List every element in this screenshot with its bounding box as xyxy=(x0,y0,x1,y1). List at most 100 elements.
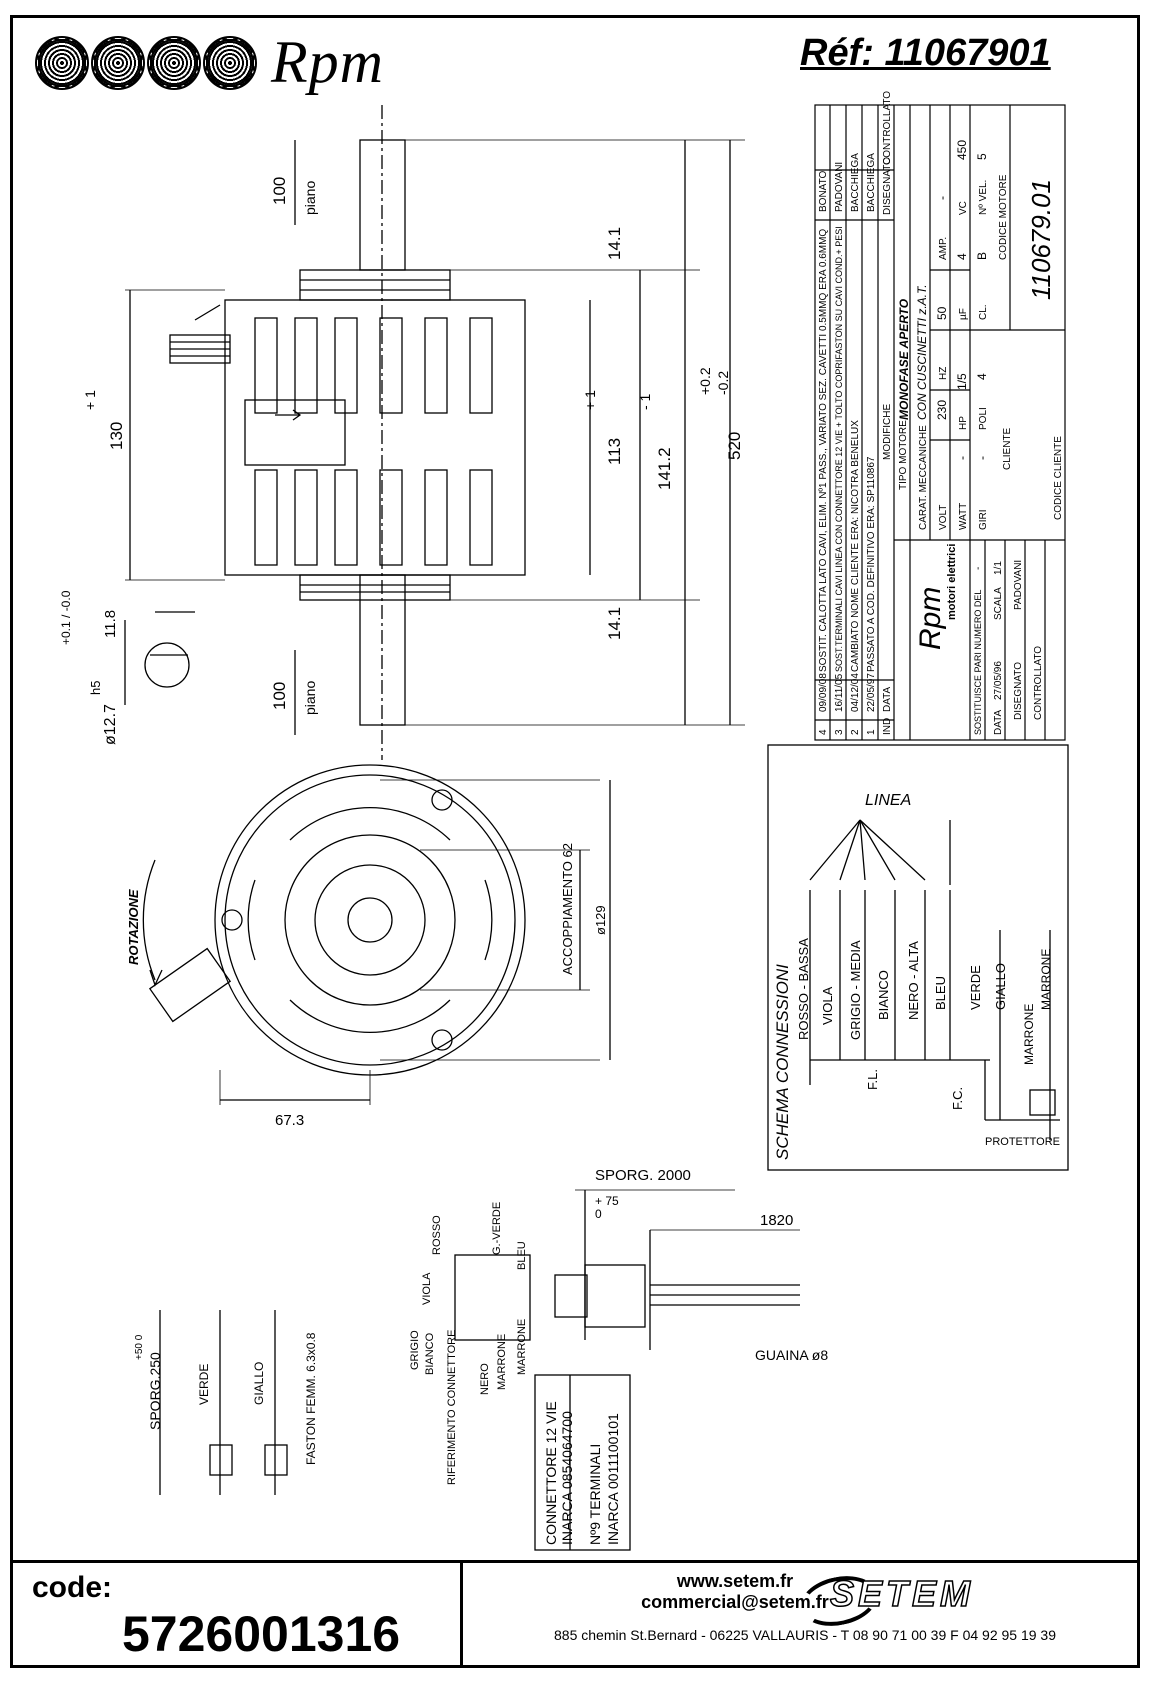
svg-text:WATT: WATT xyxy=(958,503,969,530)
linea-label: LINEA xyxy=(865,792,911,809)
svg-text:BACCHIEGA: BACCHIEGA xyxy=(850,153,861,212)
dim-plano-bottom: 100 xyxy=(270,682,289,710)
conn-gverde: G.-VERDE xyxy=(491,1202,503,1255)
conn-box-2: INARCA 0854064700 xyxy=(559,1411,575,1545)
fc-label: F.C. xyxy=(950,1087,965,1110)
coil-logo-icon xyxy=(35,35,257,90)
len-1820: 1820 xyxy=(760,1212,793,1229)
svg-text:DATA: DATA xyxy=(993,709,1004,735)
body-slots xyxy=(254,317,493,566)
svg-text:CODICE CLIENTE: CODICE CLIENTE xyxy=(1053,436,1064,520)
svg-text:VOLT: VOLT xyxy=(938,505,949,530)
svg-text:230: 230 xyxy=(935,400,949,420)
svg-text:SOST.TERMINALI CAVI LINEA CON: SOST.TERMINALI CAVI LINEA CON CONNETTORE… xyxy=(834,226,844,672)
title-block-rpm: Rpm xyxy=(914,587,947,650)
svg-text:110679.01: 110679.01 xyxy=(1026,179,1056,300)
svg-text:IND: IND xyxy=(882,718,893,735)
dim-shaft-dia: ø12.7 xyxy=(102,704,119,745)
svg-text:TIPO MOTORE: TIPO MOTORE xyxy=(898,420,909,490)
sporg-2000-tol0: 0 xyxy=(595,1207,602,1221)
svg-text:Nº VEL.: Nº VEL. xyxy=(978,180,989,215)
tol-p02: +0.2 xyxy=(697,367,713,395)
protettore-label: PROTETTORE xyxy=(985,1136,1060,1148)
svg-text:AMP.: AMP. xyxy=(938,237,949,260)
svg-text:27/05/96: 27/05/96 xyxy=(993,661,1004,700)
svg-text:04/12/04: 04/12/04 xyxy=(850,673,861,712)
svg-text:CONTROLLATO: CONTROLLATO xyxy=(882,91,893,165)
conn-marrone-2: MARRONE xyxy=(516,1319,528,1375)
svg-text:4: 4 xyxy=(818,729,829,735)
code-label: code: xyxy=(32,1571,113,1604)
wire-rosso: ROSSO - BASSA xyxy=(796,938,811,1040)
svg-text:DATA: DATA xyxy=(882,686,893,712)
svg-text:-: - xyxy=(975,456,989,460)
wire-marrone-1: MARRONE xyxy=(1022,1004,1036,1065)
svg-text:1/1: 1/1 xyxy=(993,561,1004,575)
conn-box-3: Nº9 TERMINALI xyxy=(587,1444,603,1545)
tol-113: + 1 xyxy=(582,390,598,410)
svg-text:-: - xyxy=(935,196,949,200)
dim-shaft-top: 14.1 xyxy=(605,227,624,260)
reference-number: Réf: 11067901 xyxy=(800,32,1051,74)
dim-shaft-tol: h5 xyxy=(88,681,103,695)
svg-text:50: 50 xyxy=(935,306,949,320)
svg-text:CLIENTE: CLIENTE xyxy=(1002,427,1013,470)
email-link[interactable]: commercial@setem.fr xyxy=(641,1592,829,1612)
conn-nero: NERO xyxy=(479,1363,491,1395)
svg-text:1/5: 1/5 xyxy=(955,373,969,390)
connector-spec-box xyxy=(534,1374,631,1551)
svg-text:DISEGNATO: DISEGNATO xyxy=(1013,662,1024,720)
faston-label: FASTON FEMM. 6.3x0.8 xyxy=(304,1332,318,1465)
wire-grigio: GRIGIO - MEDIA xyxy=(848,940,863,1040)
svg-text:09/09/08: 09/09/08 xyxy=(818,673,829,712)
dim-body-height: 130 xyxy=(107,422,126,450)
svg-text:HZ: HZ xyxy=(938,367,949,380)
wire-bianco: BIANCO xyxy=(876,970,891,1020)
lead-verde: VERDE xyxy=(197,1364,211,1405)
conn-bianco: BIANCO xyxy=(424,1332,436,1375)
svg-text:VC: VC xyxy=(958,201,969,215)
svg-text:DISEGNATO: DISEGNATO xyxy=(882,157,893,215)
svg-text:µF: µF xyxy=(958,308,969,320)
front-view xyxy=(142,764,611,1105)
conn-box-1: CONNETTORE 12 VIE xyxy=(543,1401,559,1545)
svg-text:MONOFASE APERTO: MONOFASE APERTO xyxy=(897,298,911,420)
svg-text:-: - xyxy=(973,567,984,570)
conn-marrone-1: MARRONE xyxy=(496,1334,508,1390)
wiring-box xyxy=(767,744,1069,1171)
svg-text:SCALA: SCALA xyxy=(993,587,1004,620)
svg-text:1: 1 xyxy=(866,729,877,735)
code-box: code: 5726001316 xyxy=(10,1563,463,1668)
dim-673: 67.3 xyxy=(275,1112,304,1129)
address: 885 chemin St.Bernard - 06225 VALLAURIS … xyxy=(554,1627,1056,1643)
svg-text:MODIFICHE: MODIFICHE xyxy=(882,404,893,460)
technical-drawing: 100 piano 14.1 130 + 1 113 + 1 141.2 - 1… xyxy=(59,105,1069,1551)
svg-text:POLI: POLI xyxy=(978,407,989,430)
dim-flat: 11.8 xyxy=(102,610,119,638)
sporg-2000-tol: + 75 xyxy=(595,1194,619,1208)
svg-text:motori elettrici: motori elettrici xyxy=(946,544,958,620)
contact-info: www.setem.fr commercial@setem.fr 885 che… xyxy=(480,1571,1130,1643)
svg-text:SOSTIT. CALOTTA LATO CAVI, ELI: SOSTIT. CALOTTA LATO CAVI, ELIM. Nº1 PAS… xyxy=(818,229,829,672)
svg-text:4: 4 xyxy=(975,373,989,380)
rotation-label: ROTAZIONE xyxy=(126,889,141,965)
dim-141: 141.2 xyxy=(655,447,674,490)
dim-113: 113 xyxy=(605,438,624,465)
svg-text:CL.: CL. xyxy=(978,304,989,320)
svg-text:3: 3 xyxy=(834,729,845,735)
footer: code: 5726001316 www.setem.fr commercial… xyxy=(10,1560,1140,1671)
fl-label: F.L. xyxy=(865,1069,880,1090)
svg-text:CAMBIATO NOME CLIENTE ERA: NIC: CAMBIATO NOME CLIENTE ERA: NICOTRA BENEL… xyxy=(850,420,861,672)
riferimento-label: RIFERIMENTO CONNETTORE xyxy=(446,1330,458,1485)
sporg-250: SPORG.250 xyxy=(147,1352,163,1430)
conn-rosso: ROSSO xyxy=(431,1215,443,1255)
svg-text:SOSTITUISCE PARI NUMERO DEL: SOSTITUISCE PARI NUMERO DEL xyxy=(973,590,983,735)
svg-text:PASSATO A COD. DEFINITIVO ERA:: PASSATO A COD. DEFINITIVO ERA: SP110867 xyxy=(866,456,877,672)
wire-verde: VERDE xyxy=(968,965,983,1010)
conn-grigio: GRIGIO xyxy=(409,1330,421,1370)
svg-text:GIRI: GIRI xyxy=(978,509,989,530)
conn-bleu: BLEU xyxy=(516,1241,528,1270)
website-link[interactable]: www.setem.fr xyxy=(676,1571,794,1591)
svg-text:16/11/05: 16/11/05 xyxy=(834,673,845,712)
dim-520: 520 xyxy=(725,432,744,460)
